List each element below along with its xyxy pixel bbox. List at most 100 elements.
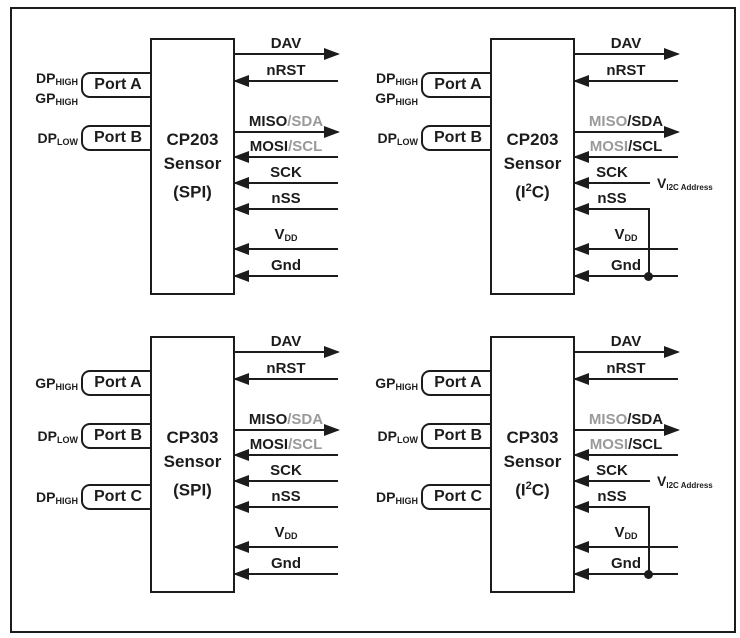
label-part-secondary: /SCL [628,436,663,453]
label-text: nSS [271,488,301,505]
pin-label: DPLOW [0,428,78,448]
signal-label: nSS [574,489,650,504]
label-text: Gnd [271,257,301,274]
arrow-left-icon [233,151,249,163]
label-text: SCK [596,462,628,479]
signal-wire [574,208,650,210]
signal-label: DAV [234,334,338,349]
port-name: Port A [94,374,142,391]
label-text: GP [35,90,56,106]
signal-label: Gnd [574,258,678,273]
port-pin-labels: DPHIGH GPHIGH [340,70,418,110]
port-box-a: Port A [81,72,153,98]
label-part-secondary: /SCL [288,436,323,453]
sensor-kind: Sensor [163,154,222,174]
arrow-left-icon [573,151,589,163]
label-text: SCK [270,462,302,479]
label-text: (SPI) [173,480,212,500]
arrow-left-icon [233,568,249,580]
label-text: DP [37,130,57,146]
arrow-left-icon [573,75,589,87]
sensor-box: CP203 Sensor (I2C) [490,38,575,295]
label-text: DAV [610,333,642,350]
label-text: Gnd [271,555,301,572]
label-subscript: HIGH [55,97,79,107]
port-name: Port B [434,129,482,146]
label-subscript: LOW [57,137,78,147]
diagram-cp203-i2c: DPHIGH GPHIGH DPLOW Port A Port B CP203 … [340,0,713,298]
signal-wire [574,351,678,353]
junction-dot [644,570,653,579]
label-subscript: HIGH [395,382,419,392]
signal-wire [574,378,678,380]
label-subscript: DD [284,531,298,541]
label-part-secondary: /SCL [288,138,323,155]
label-text: V [657,473,667,489]
signal-wire [234,573,338,575]
label-text: V [274,226,285,243]
signal-wire [234,506,338,508]
sensor-kind: Sensor [503,154,562,174]
port-name: Port B [94,129,142,146]
arrow-left-icon [233,373,249,385]
label-part-secondary: /SDA [627,411,664,428]
arrow-right-icon [324,346,340,358]
label-part-secondary: /SDA [287,113,324,130]
signal-wire [574,53,678,55]
arrow-left-icon [573,475,589,487]
arrow-left-icon [573,243,589,255]
signal-label: Gnd [234,556,338,571]
sensor-title: CP203 Sensor (SPI) [164,128,222,205]
arrow-left-icon [233,243,249,255]
label-part-primary: MOSI [249,138,289,155]
label-text: DP [377,428,397,444]
arrow-left-icon [573,449,589,461]
port-name: Port A [94,76,142,93]
port-box-a: Port A [421,72,493,98]
signal-wire [574,156,678,158]
signal-label: nRST [234,361,338,376]
sensor-model: CP303 [166,428,219,448]
label-part-primary: MOSI [589,436,629,453]
signal-label: nSS [234,191,338,206]
arrow-left-icon [233,449,249,461]
signal-label: DAV [234,36,338,51]
label-part-primary: MOSI [249,436,289,453]
port-box-b: Port B [421,423,493,449]
label-text: DAV [270,333,302,350]
pin-label: DPHIGH [0,489,78,509]
arrow-left-icon [573,270,589,282]
pin-label: GPHIGH [340,90,418,110]
label-text: nRST [606,62,646,79]
signal-wire [234,480,338,482]
label-text: nSS [271,190,301,207]
signal-label: VDD [574,227,678,246]
label-text: (I [515,182,526,202]
label-text: nSS [597,488,627,505]
arrow-right-icon [664,48,680,60]
sensor-kind: Sensor [163,452,222,472]
pin-label: GPHIGH [340,375,418,395]
label-subscript: I2C Address [666,183,713,192]
signal-label: VDD [234,525,338,544]
sensor-box: CP203 Sensor (SPI) [150,38,235,295]
pin-label: DPHIGH [0,70,78,90]
port-pin-labels: DPLOW [0,130,78,150]
label-subscript: HIGH [395,496,419,506]
label-subscript: HIGH [395,77,419,87]
signal-label: nRST [234,63,338,78]
signal-wire [234,429,338,431]
arrow-left-icon [573,373,589,385]
signal-wire [234,351,338,353]
label-subscript: HIGH [55,496,79,506]
label-text: V [614,226,625,243]
label-part-secondary: /SCL [628,138,663,155]
signal-label: SCK [574,165,650,180]
diagram-cp303-spi: GPHIGH DPLOW DPHIGH Port A Port B Port C… [0,298,370,596]
signal-wire [234,546,338,548]
arrow-right-icon [324,424,340,436]
signal-wire [574,506,650,508]
label-part-primary: MOSI [589,138,629,155]
label-text: DP [36,70,56,86]
label-text: nRST [266,62,306,79]
